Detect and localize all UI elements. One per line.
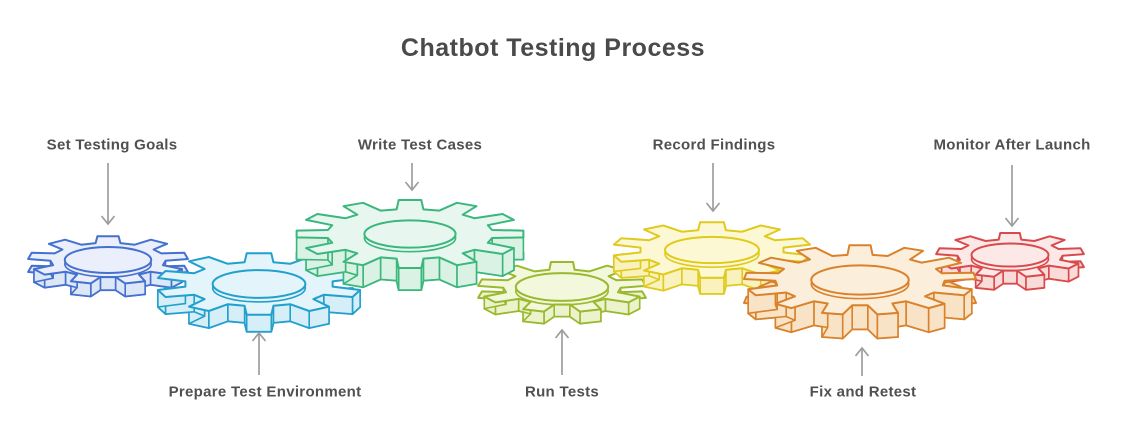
arrow-down xyxy=(1004,165,1020,228)
arrow-up xyxy=(554,328,570,375)
arrow-down xyxy=(404,163,420,192)
arrow-up xyxy=(854,346,870,376)
arrow-down xyxy=(705,163,721,213)
step-label-set-testing-goals: Set Testing Goals xyxy=(46,136,178,154)
step-label-prepare-test-environment: Prepare Test Environment xyxy=(168,383,362,401)
gear-yellow-green xyxy=(477,261,647,325)
diagram-title: Chatbot Testing Process xyxy=(400,34,706,62)
arrow-up xyxy=(251,331,267,375)
gear-blue xyxy=(27,235,189,298)
gear-green xyxy=(295,199,525,291)
gear-yellow xyxy=(612,221,812,295)
gear-orange xyxy=(743,244,977,340)
arrow-down xyxy=(100,163,116,226)
gear-cyan xyxy=(156,252,362,333)
step-label-run-tests: Run Tests xyxy=(524,383,600,401)
gear-red xyxy=(935,232,1085,291)
step-label-fix-and-retest: Fix and Retest xyxy=(809,383,917,401)
step-label-write-test-cases: Write Test Cases xyxy=(357,136,483,154)
step-label-record-findings: Record Findings xyxy=(652,136,776,154)
step-label-monitor-after-launch: Monitor After Launch xyxy=(933,136,1091,154)
